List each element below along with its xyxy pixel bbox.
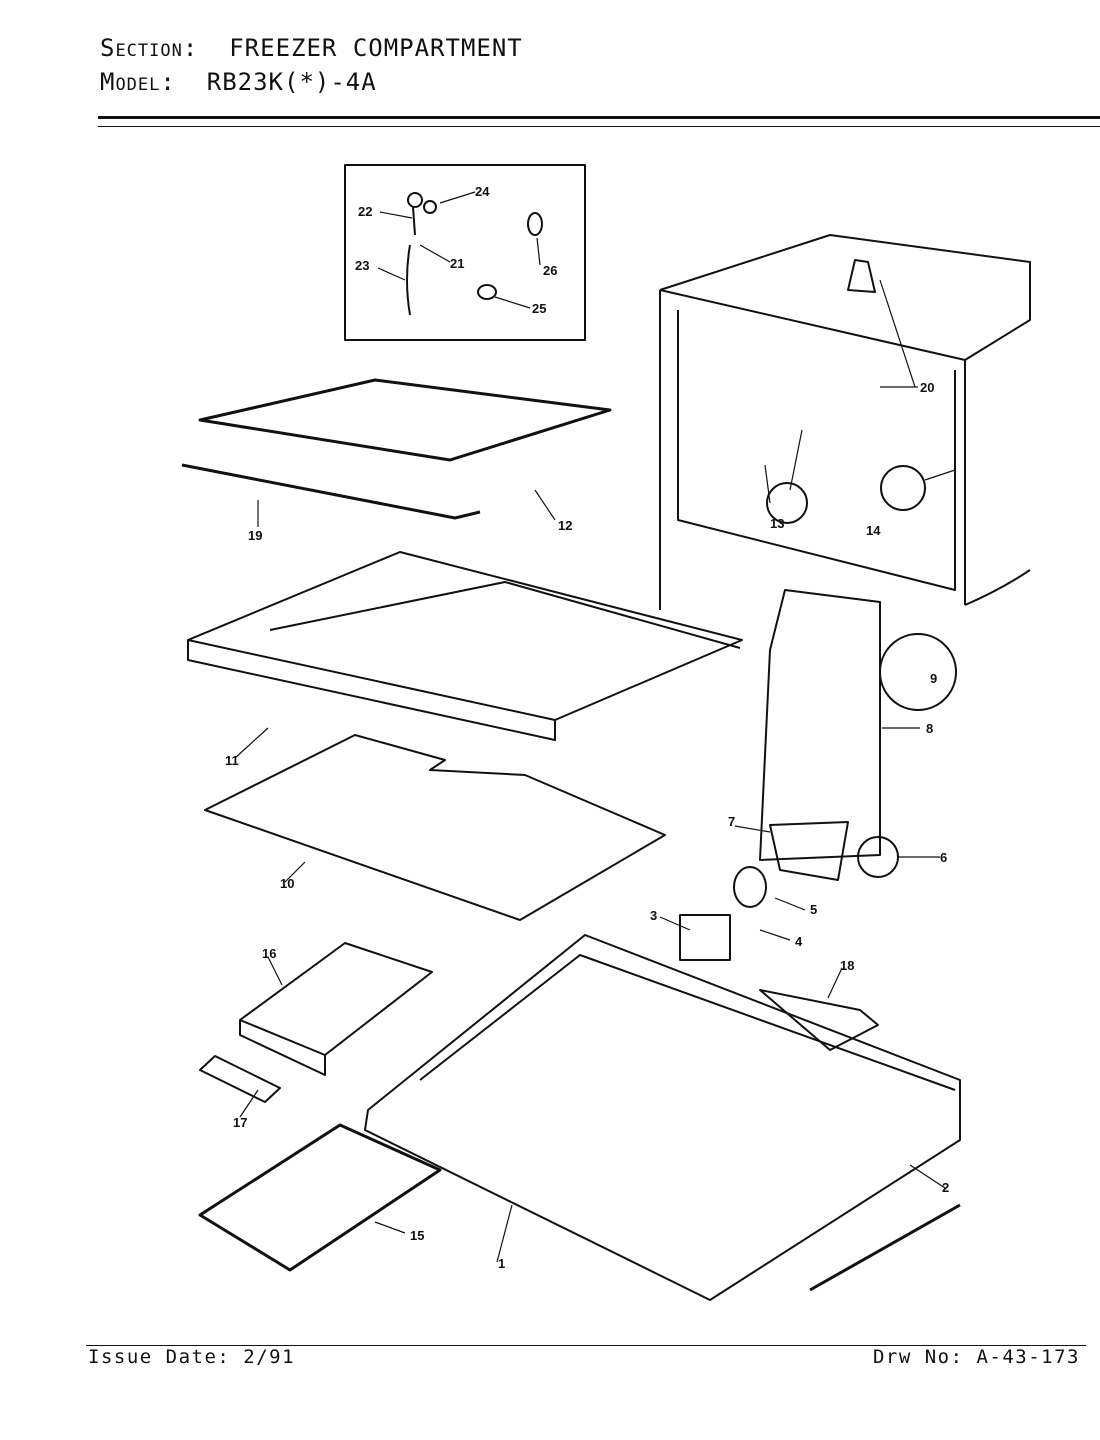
model-header: Model: RB23K(*)-4A <box>100 68 377 96</box>
issue-date-value: 2/91 <box>243 1346 296 1368</box>
fan-bracket-icon <box>769 821 849 881</box>
fan-assembly <box>679 821 899 961</box>
callout-4: 4 <box>795 934 803 949</box>
callout-3: 3 <box>650 908 657 923</box>
freezer-shelf-tray <box>187 551 743 741</box>
cover-plug-icon <box>527 212 543 236</box>
wire-harness-icon <box>406 244 411 316</box>
section-value: FREEZER COMPARTMENT <box>229 34 523 62</box>
callout-24: 24 <box>475 184 490 199</box>
wire-shelf <box>181 378 612 520</box>
divider-panel <box>204 734 666 921</box>
callout-26: 26 <box>543 263 557 278</box>
drawing-number-label: Drw No: <box>872 1346 964 1368</box>
light-bulb-icon <box>407 192 423 208</box>
callout-22: 22 <box>358 204 372 219</box>
callout-11: 11 <box>225 753 239 768</box>
thermostat-knob-icon <box>847 259 876 293</box>
model-value: RB23K(*)-4A <box>206 68 377 96</box>
callout-16: 16 <box>262 946 276 961</box>
section-header: Section: FREEZER COMPARTMENT <box>100 34 523 62</box>
ice-bin <box>239 942 433 1076</box>
callout-13: 13 <box>770 516 784 531</box>
model-label: Model: <box>100 68 176 96</box>
fan-motor-callout-circle <box>857 836 899 878</box>
evaporator-cover-icon <box>759 989 879 1051</box>
bulb-cover-callout-circle <box>766 482 808 524</box>
issue-date-label: Issue Date: <box>88 1346 231 1368</box>
callout-6: 6 <box>940 850 947 865</box>
drawing-number-value: A-43-173 <box>976 1346 1080 1368</box>
callout-12: 12 <box>558 518 572 533</box>
callout-15: 15 <box>410 1228 424 1243</box>
issue-date: Issue Date: 2/91 <box>88 1346 295 1368</box>
callout-7: 7 <box>728 814 735 829</box>
callout-21: 21 <box>450 256 464 271</box>
callout-17: 17 <box>233 1115 247 1130</box>
leader-lines <box>234 191 956 1263</box>
ice-tray <box>198 1123 442 1272</box>
callout-19: 19 <box>248 528 262 543</box>
inset-box <box>344 164 586 341</box>
callout-5: 5 <box>810 902 817 917</box>
callout-2: 2 <box>942 1180 949 1195</box>
header-rule-thin <box>98 126 1100 127</box>
freezer-liner <box>364 934 961 1301</box>
header-rule-thick <box>98 116 1100 119</box>
light-switch-callout-circle <box>880 465 926 511</box>
fan-blade-icon <box>733 866 767 908</box>
callout-23: 23 <box>355 258 369 273</box>
callout-20: 20 <box>920 380 934 395</box>
callout-10: 10 <box>280 876 294 891</box>
callout-18: 18 <box>840 958 854 973</box>
section-label: Section: <box>100 34 199 62</box>
callout-1: 1 <box>498 1256 505 1271</box>
footer-rule <box>86 1345 1086 1346</box>
callout-9: 9 <box>930 671 937 686</box>
drawing-number: Drw No: A-43-173 <box>873 1346 1080 1368</box>
fan-motor-icon <box>679 914 731 961</box>
light-socket-icon <box>423 200 437 214</box>
grommet-icon <box>477 284 497 300</box>
freezer-cabinet <box>659 234 1031 610</box>
air-duct <box>759 589 957 861</box>
callout-25: 25 <box>532 301 546 316</box>
callout-8: 8 <box>926 721 933 736</box>
bin-rail <box>199 1055 281 1103</box>
callout-14: 14 <box>866 523 881 538</box>
screw-callout-circle <box>879 633 957 711</box>
